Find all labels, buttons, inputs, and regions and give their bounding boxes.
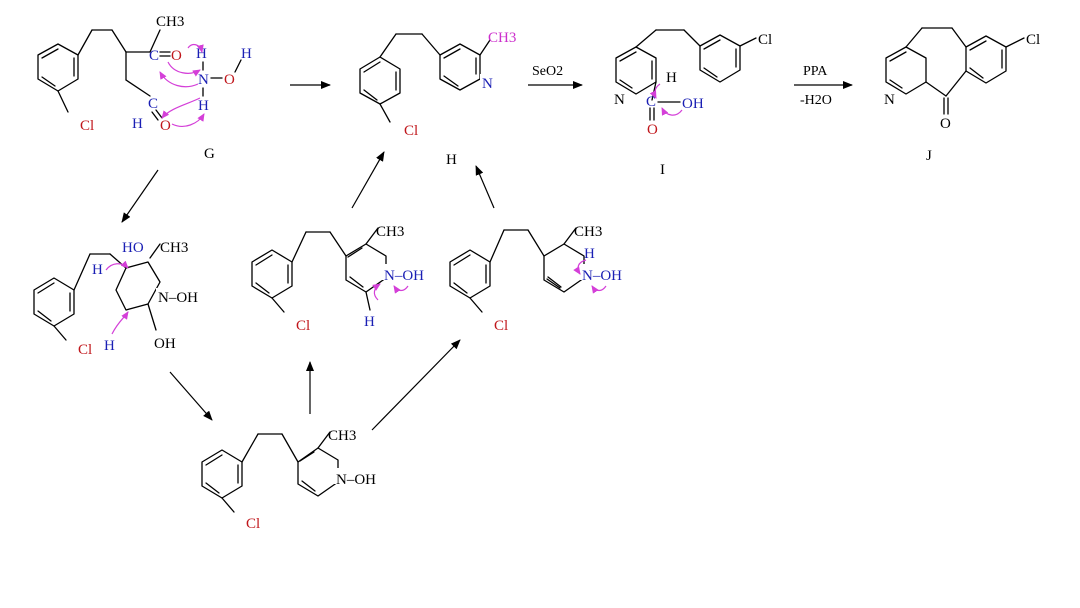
benzene-ring — [33, 277, 75, 327]
hydrogen-label: H — [584, 246, 595, 262]
nitrogen-label: N — [614, 92, 625, 108]
methyl-label: CH3 — [574, 224, 602, 240]
dihydropyridine-ring — [297, 447, 339, 497]
arrow-cyclic-to-bottom — [169, 371, 213, 421]
arrow-mid-to-h — [351, 151, 385, 209]
nitrogen-label: N — [198, 72, 209, 88]
methyl-label: CH3 — [488, 30, 516, 46]
reagent-ppa-label: PPA — [803, 64, 828, 79]
piperidine-ring — [115, 261, 161, 311]
nitrogen-label: N — [482, 76, 493, 92]
dihydropyridine-ring — [345, 243, 387, 293]
benzene-ring — [359, 56, 401, 105]
chlorophenyl-ring — [965, 35, 1007, 84]
carboxyl-carbon-label: C — [646, 94, 656, 110]
compound-h: Cl N CH3 H — [359, 30, 516, 168]
methyl-label: CH3 — [156, 14, 184, 30]
pyridine-ring — [439, 43, 481, 91]
chlorine-label: Cl — [758, 32, 772, 48]
n-oh-label: N–OH — [336, 472, 376, 488]
carbonyl-oxygen-label: O — [647, 122, 658, 138]
methyl-label: CH3 — [328, 428, 356, 444]
cyclic-intermediate: Cl H HO CH3 N–OH H OH — [33, 240, 198, 358]
dihydropyridine-ring — [543, 243, 585, 293]
chlorine-label: Cl — [80, 118, 94, 134]
reagent-ppa: PPA -H2O — [794, 64, 853, 108]
aldehyde-hydrogen-label: H — [132, 116, 143, 132]
chlorine-label: Cl — [246, 516, 260, 532]
carbonyl-oxygen-label: O — [171, 48, 182, 64]
pyridine-ring — [615, 46, 657, 95]
chlorine-label: Cl — [78, 342, 92, 358]
hydroxyl-oxygen-label: O — [224, 72, 235, 88]
hydrogen-label: H — [666, 70, 677, 86]
right-intermediate: Cl N–OH CH3 H — [449, 224, 622, 334]
hydroxyl-label: OH — [154, 336, 176, 352]
bottom-intermediate: Cl N–OH CH3 — [201, 428, 376, 532]
carbonyl-carbon-label: C — [149, 48, 159, 64]
n-oh-label: N–OH — [384, 268, 424, 284]
compound-g: Cl CH3 C O H H N O H H C O G — [37, 14, 252, 162]
chlorine-label: Cl — [494, 318, 508, 334]
ketone-oxygen-label: O — [940, 116, 951, 132]
arrow-bottom-to-right — [371, 339, 461, 431]
arrow-right-to-h — [475, 165, 495, 209]
hydrogen-label: H — [196, 46, 207, 62]
aldehyde-carbon-label: C — [148, 96, 158, 112]
compound-j: N Cl O J — [882, 27, 1040, 164]
n-oh-label: N–OH — [158, 290, 198, 306]
chlorine-label: Cl — [404, 123, 418, 139]
chlorine-label: Cl — [296, 318, 310, 334]
benzene-ring — [251, 249, 293, 299]
hydroxyl-hydrogen-label: H — [241, 46, 252, 62]
label-i: I — [660, 162, 665, 178]
benzene-ring — [449, 249, 491, 299]
benzene-ring — [201, 449, 243, 499]
hydrogen-left-label: H — [92, 262, 103, 278]
label-j: J — [926, 148, 932, 164]
hydrogen-bottom-label: H — [104, 338, 115, 354]
reagent-dehydration-label: -H2O — [800, 93, 832, 108]
compound-i: N Cl C OH O H I — [612, 29, 772, 178]
reagent-seo2: SeO2 — [528, 64, 583, 89]
methyl-label: CH3 — [376, 224, 404, 240]
hydrogen-label: H — [364, 314, 375, 330]
nitrogen-label: N — [884, 92, 895, 108]
n-oh-label: N–OH — [582, 268, 622, 284]
hydroxyl-oxygen-label: HO — [122, 240, 144, 256]
label-h: H — [446, 152, 457, 168]
hydroxyl-label: OH — [682, 96, 704, 112]
reagent-seo2-label: SeO2 — [532, 64, 563, 79]
middle-intermediate: Cl N–OH CH3 H — [251, 224, 424, 334]
benzene-ring — [37, 43, 79, 92]
label-g: G — [204, 146, 215, 162]
pyridine-ring — [885, 46, 927, 95]
amine-hydrogen-label: H — [198, 98, 209, 114]
chlorine-label: Cl — [1026, 32, 1040, 48]
methyl-label: CH3 — [160, 240, 188, 256]
chlorophenyl-ring — [699, 34, 741, 83]
aldehyde-oxygen-label: O — [160, 118, 171, 134]
arrow-g-to-cyclic — [121, 169, 159, 223]
